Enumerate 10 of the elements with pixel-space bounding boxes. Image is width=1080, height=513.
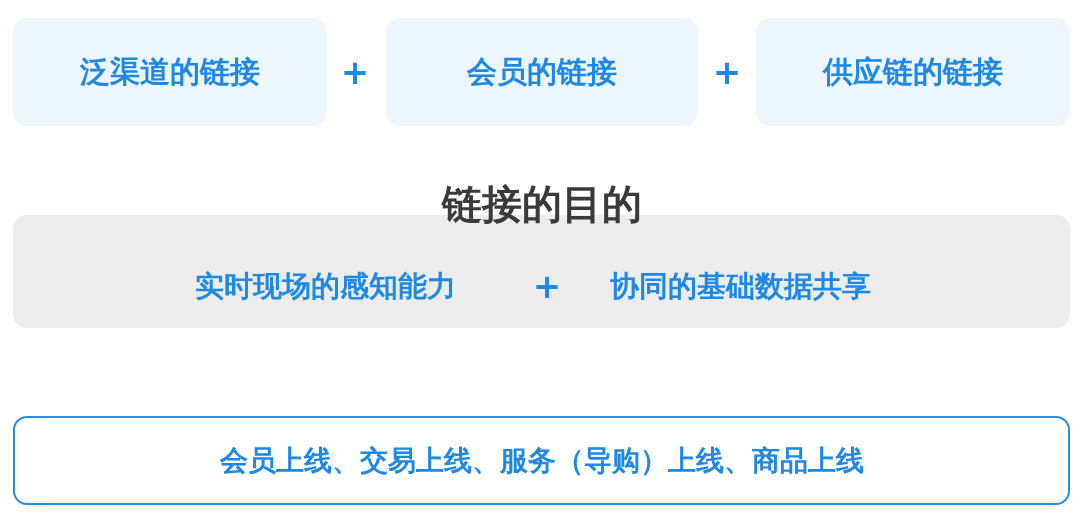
band-heading: 链接的目的 (441, 180, 642, 229)
link-card: 泛渠道的链接 (13, 18, 327, 126)
summary-box: 会员上线、交易上线、服务（导购）上线、商品上线 (13, 416, 1070, 505)
purpose-text: 实时现场的感知能力 (195, 268, 456, 305)
purpose-text: 协同的基础数据共享 (610, 268, 871, 305)
plus-sign: + (532, 266, 562, 306)
link-card: 会员的链接 (386, 18, 698, 126)
plus-sign: + (340, 52, 370, 92)
link-card: 供应链的链接 (756, 18, 1070, 126)
plus-sign: + (712, 52, 742, 92)
